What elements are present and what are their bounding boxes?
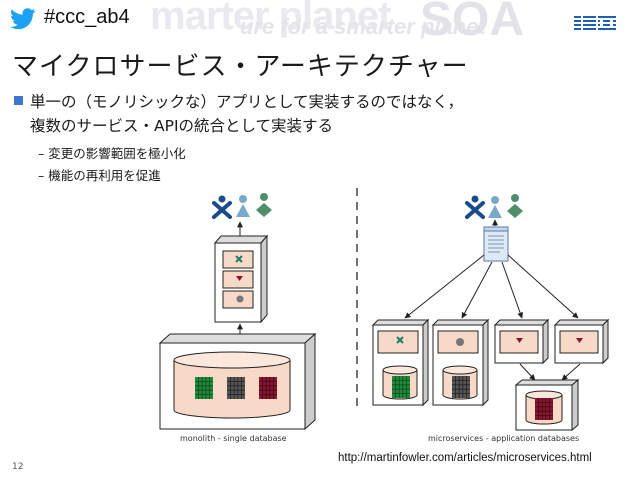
monolith-app-box (213, 234, 269, 324)
shared-database-box (514, 378, 580, 432)
watermark-text: marter planet (150, 0, 391, 38)
sub-bullet-1: – 変更の影響範囲を極小化 (38, 146, 186, 161)
page-number: 12 (12, 462, 24, 472)
user-icon (465, 193, 485, 219)
user-icon (507, 194, 523, 218)
document-icon (483, 226, 509, 262)
sub-bullet-2: – 機能の再利用を促進 (38, 168, 161, 183)
page-title: マイクロサービス・アーキテクチャー (12, 52, 469, 82)
connector-arrow (519, 363, 536, 381)
twitter-icon[interactable] (10, 8, 36, 30)
monolith-caption: monolith - single database (180, 434, 287, 443)
architecture-diagram (158, 188, 610, 432)
user-icon (212, 193, 232, 219)
microservice-box (493, 318, 550, 365)
bullet-text-line-2: 複数のサービス・APIの統合として実装する (30, 117, 334, 135)
bullet-marker (14, 96, 23, 105)
user-icon (488, 196, 502, 218)
connector-arrow (561, 363, 581, 381)
watermark-text-2: ure for a smarter planet (240, 14, 486, 39)
connector-lines (404, 254, 579, 319)
source-url-link[interactable]: http://martinfowler.com/articles/microse… (338, 452, 592, 464)
hashtag[interactable]: #ccc_ab4 (44, 6, 130, 28)
microservice-box (431, 318, 490, 407)
microservice-box (371, 318, 430, 407)
slide-header: marter planet ure for a smarter planet S… (0, 0, 638, 42)
microservice-box (553, 318, 610, 365)
monolith-database-box (158, 332, 317, 431)
user-icon (256, 193, 272, 217)
bullet-text-line-1: 単一の（モノリシックな）アプリとして実装するのではなく， (30, 93, 464, 111)
microservices-caption: microservices - application databases (428, 434, 580, 443)
ibm-logo (574, 16, 616, 30)
user-icon (236, 195, 250, 217)
watermark-text-3: SOA (420, 0, 525, 42)
